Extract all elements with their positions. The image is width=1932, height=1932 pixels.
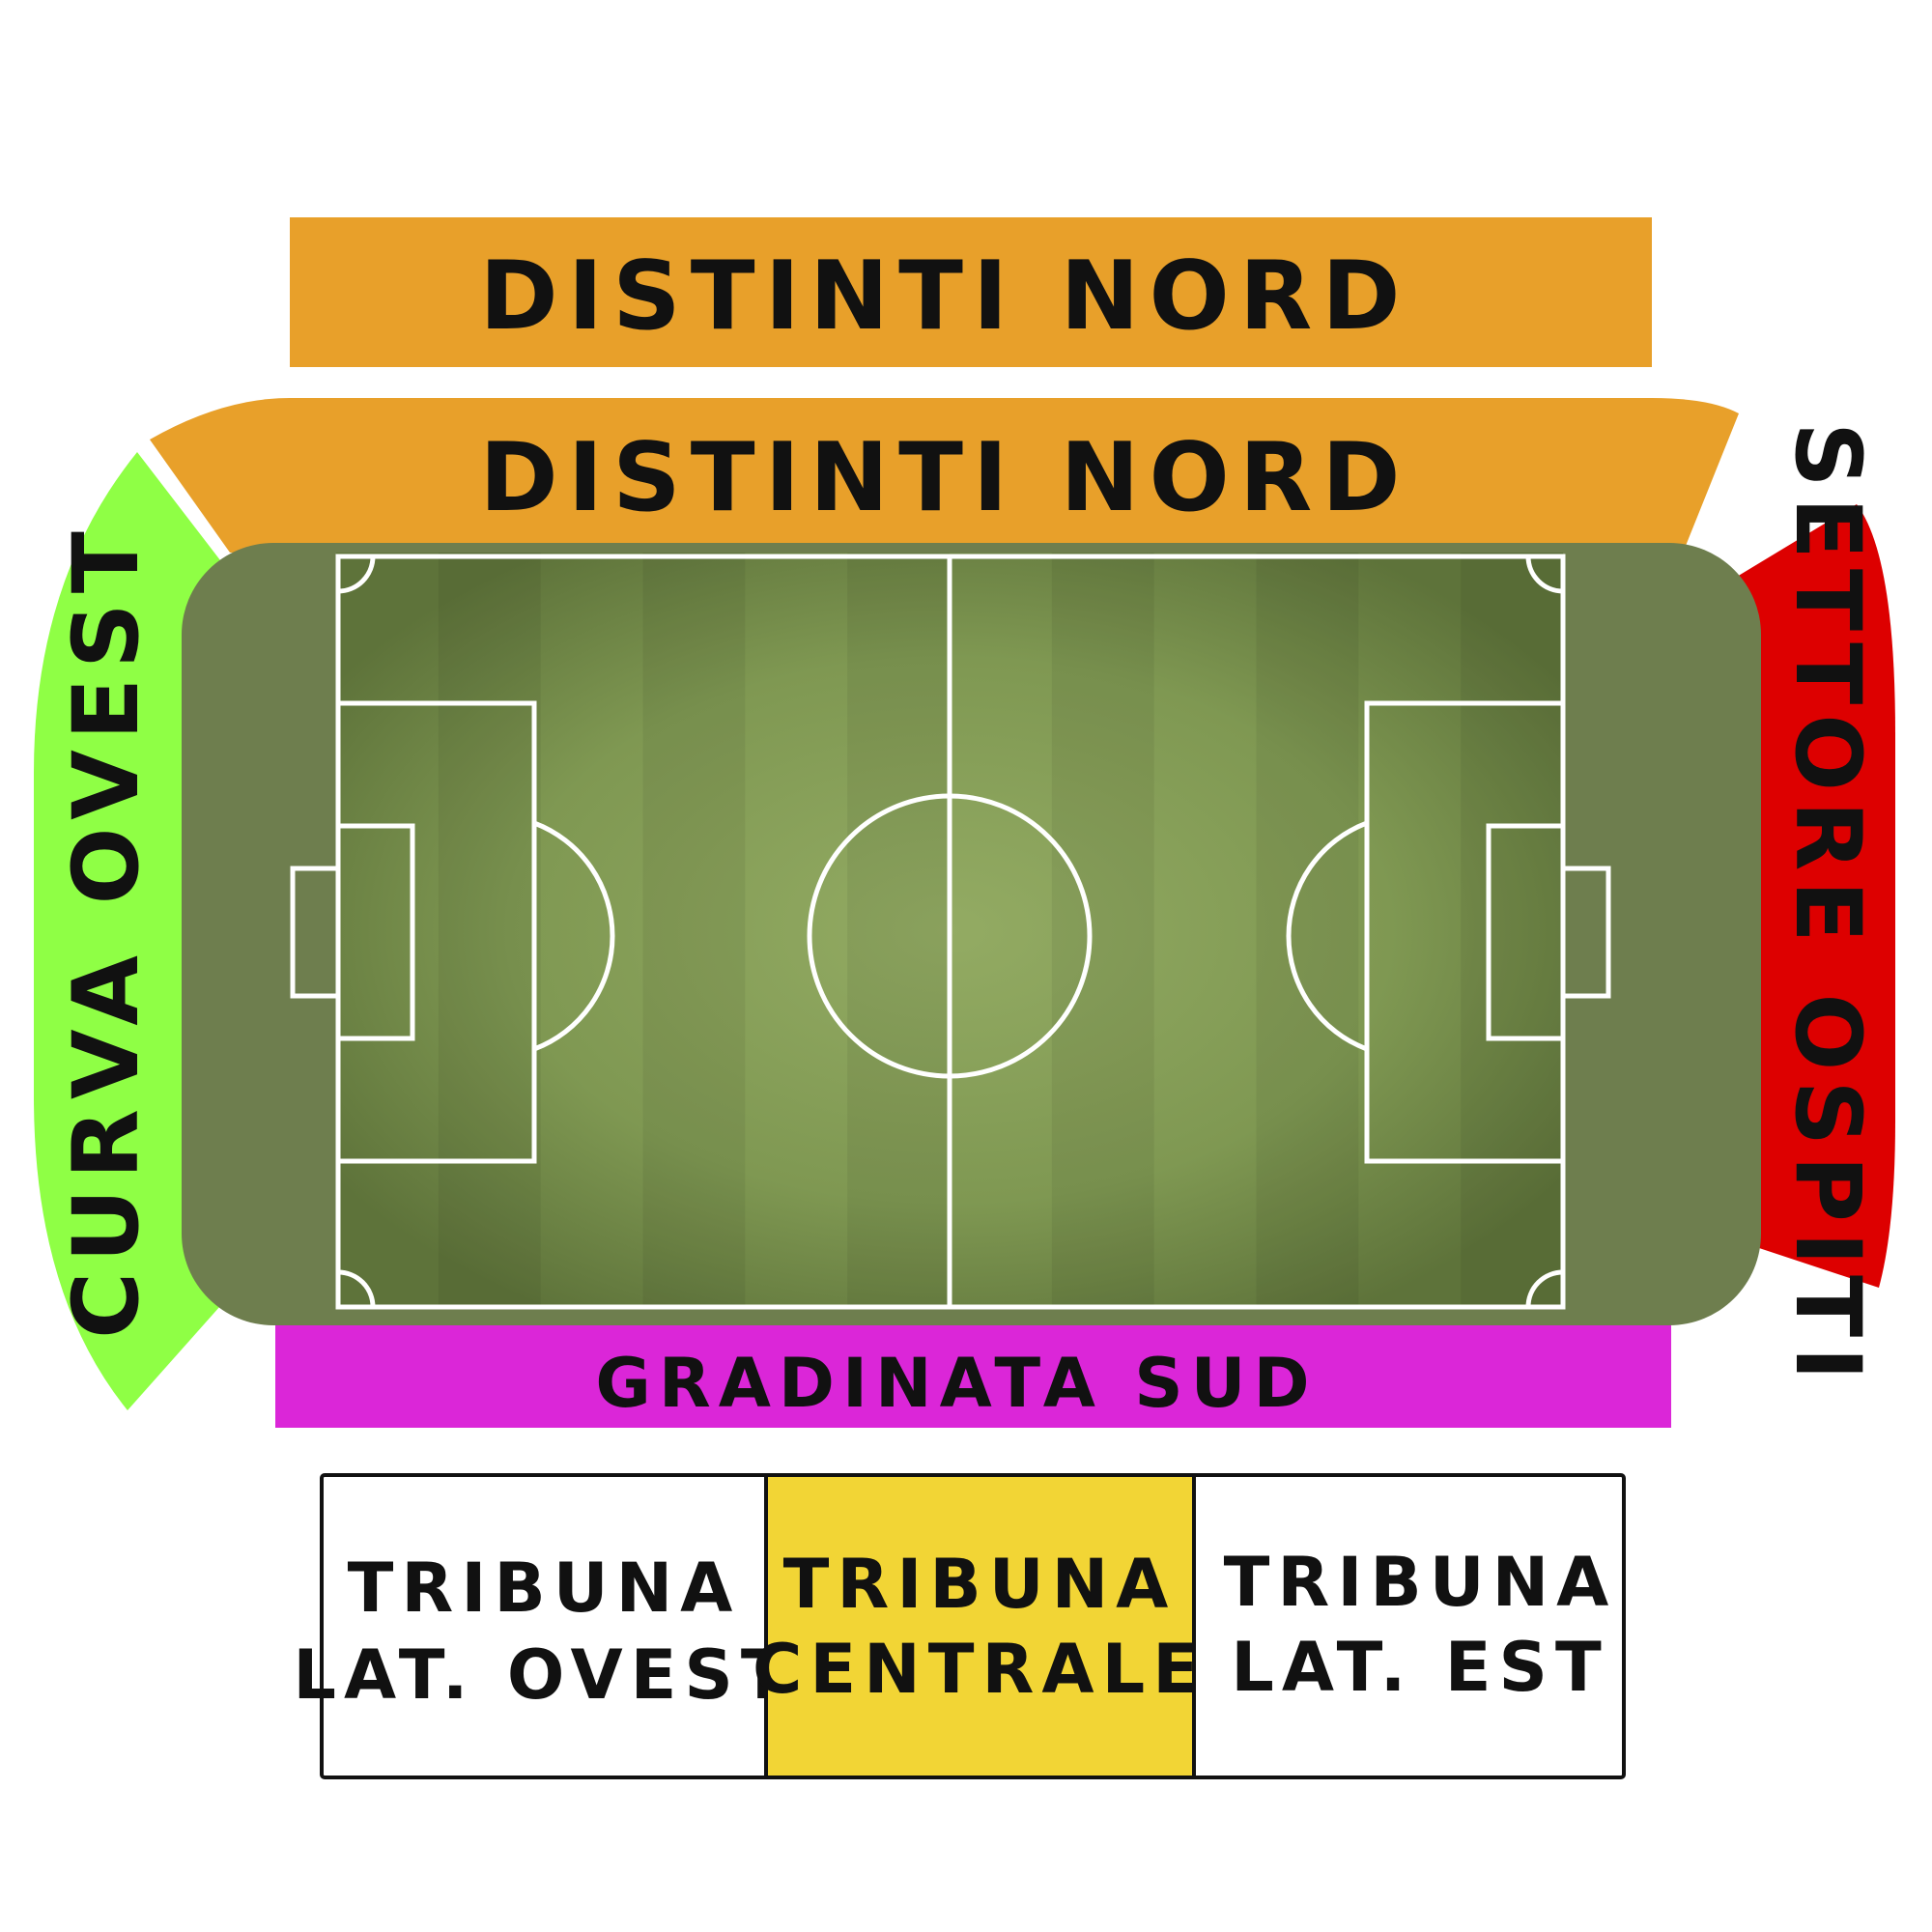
- sector-tribuna-lat-est-shape: [1194, 1475, 1624, 1777]
- sector-settore-ospiti-label: SETTORE OSPITI: [1775, 422, 1880, 1390]
- sector-tribuna-centrale-shape: [766, 1475, 1194, 1777]
- pitch-stripe: [1461, 553, 1563, 1308]
- pitch-stripe: [438, 553, 541, 1308]
- sector-tribuna-centrale[interactable]: TRIBUNA CENTRALE: [753, 1475, 1207, 1777]
- right-goal: [1560, 866, 1611, 999]
- sector-gradinata-sud[interactable]: GRADINATA SUD: [275, 1323, 1671, 1428]
- sector-distinti-nord-lower[interactable]: DISTINTI NORD: [150, 398, 1739, 553]
- sector-curva-ovest[interactable]: CURVA OVEST: [34, 452, 220, 1410]
- pitch-lines: [290, 554, 1611, 1310]
- sector-settore-ospiti-shape: [1727, 504, 1895, 1288]
- sector-distinti-nord-lower-shape: [150, 398, 1739, 553]
- sector-tribuna-lat-ovest-shape: [322, 1475, 766, 1777]
- pitch-stripe: [1256, 553, 1359, 1308]
- sector-curva-ovest-label: CURVA OVEST: [54, 522, 159, 1339]
- right-penalty-arc: [1286, 820, 1368, 1052]
- corner-arc-top-left: [337, 555, 376, 594]
- pitch-stripe: [847, 553, 950, 1308]
- sector-curva-ovest-shape: [34, 452, 220, 1410]
- sector-tribuna-centrale-line2: CENTRALE: [753, 1630, 1207, 1709]
- sector-settore-ospiti[interactable]: SETTORE OSPITI: [1727, 422, 1895, 1390]
- pitch-stripe: [1051, 553, 1154, 1308]
- sector-distinti-nord-upper-shape: [290, 217, 1652, 367]
- sector-distinti-nord-upper-label: DISTINTI NORD: [479, 242, 1409, 352]
- corner-arc-bottom-right: [1525, 1269, 1564, 1308]
- left-goal: [290, 866, 341, 999]
- center-circle: [807, 793, 1093, 1079]
- sector-gradinata-sud-label: GRADINATA SUD: [595, 1344, 1317, 1423]
- sector-tribuna-lat-est-line1: TRIBUNA: [1224, 1543, 1617, 1622]
- sector-tribuna-centrale-line1: TRIBUNA: [783, 1545, 1177, 1624]
- sector-tribuna-lat-ovest-line2: LAT. OVEST: [293, 1635, 794, 1715]
- sector-distinti-nord-upper[interactable]: DISTINTI NORD: [290, 217, 1652, 367]
- pitch-stripe: [642, 553, 746, 1308]
- tribuna-row-border: [320, 1473, 1626, 1779]
- sector-tribuna-lat-est[interactable]: TRIBUNA LAT. EST: [1194, 1475, 1624, 1777]
- sector-gradinata-sud-shape: [275, 1323, 1671, 1428]
- pitch: [182, 543, 1761, 1325]
- corner-arc-bottom-left: [337, 1269, 376, 1308]
- sector-tribuna-lat-ovest[interactable]: TRIBUNA LAT. OVEST: [293, 1475, 794, 1777]
- pitch-stripes: [438, 553, 1563, 1308]
- sector-tribuna-lat-ovest-line1: TRIBUNA: [348, 1548, 741, 1628]
- sector-distinti-nord-lower-label: DISTINTI NORD: [479, 423, 1409, 533]
- left-penalty-arc: [533, 820, 615, 1052]
- sector-tribuna-lat-est-line2: LAT. EST: [1231, 1628, 1608, 1707]
- tribuna-row: TRIBUNA LAT. OVEST TRIBUNA CENTRALE TRIB…: [293, 1473, 1626, 1779]
- corner-arc-top-right: [1525, 555, 1564, 594]
